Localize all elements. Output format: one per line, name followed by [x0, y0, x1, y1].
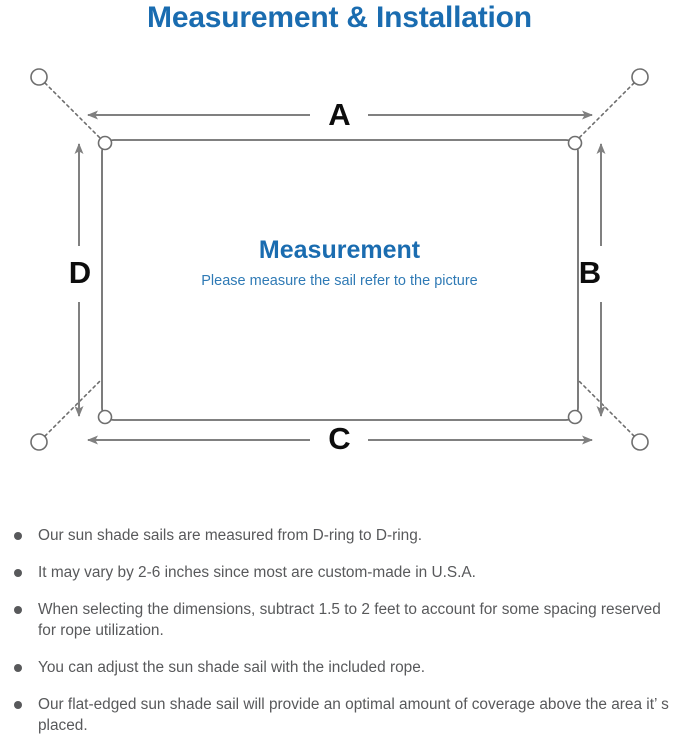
bullet-icon: [14, 664, 22, 672]
note-text: It may vary by 2-6 inches since most are…: [38, 564, 476, 581]
notes-list: Our sun shade sails are measured from D-…: [10, 525, 675, 752]
anchor-point-top-left: [30, 68, 48, 86]
anchor-point-top-right: [631, 68, 649, 86]
bullet-icon: [14, 701, 22, 709]
sail-measurement-diagram: A B C D Measurement Please measure the s…: [0, 48, 679, 518]
d-ring-top-right: [567, 135, 583, 151]
sail-center-title: Measurement: [258, 236, 421, 264]
note-item: Our flat-edged sun shade sail will provi…: [10, 694, 675, 736]
dimension-label-c: C: [328, 421, 351, 456]
anchor-point-bottom-left: [30, 433, 48, 451]
diagram-svg: [30, 68, 649, 451]
rope-lines: [44, 82, 635, 437]
shade-sail-body: [101, 139, 579, 421]
d-ring-top-left: [97, 135, 113, 151]
rope-line-bottom-left: [44, 380, 101, 437]
note-text: You can adjust the sun shade sail with t…: [38, 659, 426, 676]
bullet-icon: [14, 532, 22, 540]
anchor-point-bottom-right: [631, 433, 649, 451]
bullet-icon: [14, 606, 22, 614]
anchor-points: [30, 68, 649, 451]
d-ring-bottom-right: [567, 409, 583, 425]
note-text: Our sun shade sails are measured from D-…: [38, 527, 423, 544]
dimension-label-b: B: [578, 255, 602, 290]
d-ring-bottom-left: [97, 409, 113, 425]
note-item: When selecting the dimensions, subtract …: [10, 599, 675, 641]
d-rings: [97, 135, 583, 425]
dimension-label-a: A: [328, 97, 351, 132]
note-text: When selecting the dimensions, subtract …: [38, 601, 661, 639]
rope-line-top-left: [44, 82, 101, 139]
page-title: Measurement & Installation: [147, 1, 532, 34]
dimension-label-d: D: [68, 255, 92, 290]
note-item: It may vary by 2-6 inches since most are…: [10, 562, 675, 583]
note-item: You can adjust the sun shade sail with t…: [10, 657, 675, 678]
note-text: Our flat-edged sun shade sail will provi…: [38, 696, 669, 734]
rope-line-top-right: [578, 82, 635, 139]
sail-center-label: Measurement Please measure the sail refe…: [0, 235, 679, 292]
note-item: Our sun shade sails are measured from D-…: [10, 525, 675, 546]
rope-line-bottom-right: [578, 380, 635, 437]
bullet-icon: [14, 569, 22, 577]
sail-center-subtitle: Please measure the sail refer to the pic…: [201, 273, 478, 289]
